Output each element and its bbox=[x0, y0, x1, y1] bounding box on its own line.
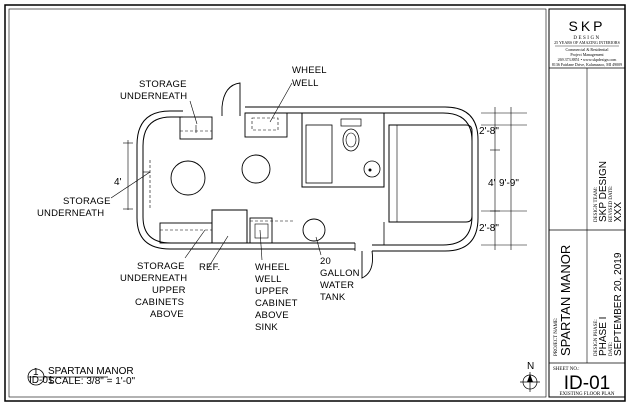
design-phase-label: DESIGN PHASE: bbox=[594, 319, 599, 356]
dim-mid-overall: 9'-9" bbox=[499, 178, 519, 189]
label-storage-top-2: UNDERNEATH bbox=[120, 91, 187, 102]
project-name-label: PROJECT NAME: bbox=[554, 318, 559, 356]
door-bottom bbox=[361, 250, 373, 279]
company-line-4: 8136 Fairlane Drive, Kalamazoo, MI 49009 bbox=[552, 62, 622, 68]
dimension-labels: 4' 2'-8" 4' 9'-9" 2'-8" bbox=[114, 126, 519, 234]
design-phase-value: PHASE I bbox=[598, 317, 609, 356]
dim-mid-inner: 4' bbox=[488, 178, 496, 189]
date-label: DATE: bbox=[609, 342, 614, 356]
shower bbox=[305, 124, 333, 184]
label-wheel-well-bottom: WHEEL bbox=[255, 262, 290, 273]
label-tank-3: WATER bbox=[320, 280, 354, 291]
label-wheel-well-top-2: WELL bbox=[292, 78, 319, 89]
caption-number: 1 bbox=[33, 367, 39, 378]
revised-date-label: REVISED DATE: bbox=[609, 185, 614, 222]
dim-bottom-right: 2'-8" bbox=[479, 223, 499, 234]
dim-top-right: 2'-8" bbox=[479, 126, 499, 137]
refrigerator bbox=[211, 209, 248, 244]
sheet-no-label: SHEET NO.: bbox=[553, 367, 580, 372]
north-arrow: N bbox=[520, 361, 540, 392]
label-storage-left-2: UNDERNEATH bbox=[37, 208, 104, 219]
label-storage-top: STORAGE bbox=[139, 79, 187, 90]
label-storage-bottom: STORAGE bbox=[137, 261, 185, 272]
sheet-no-value: ID-01 bbox=[564, 373, 610, 394]
floor-plan bbox=[136, 82, 479, 279]
label-tank: 20 bbox=[320, 256, 331, 267]
plan-labels: STORAGE UNDERNEATH WHEEL WELL STORAGE UN… bbox=[37, 65, 360, 333]
sheet-title: EXISTING FLOOR PLAN bbox=[560, 392, 615, 397]
company-line-3: 269.373.8851 • www.skpdesign.com bbox=[558, 57, 618, 62]
bathroom bbox=[301, 112, 385, 188]
design-team-value: SKP DESIGN bbox=[598, 161, 609, 222]
caption-sheet-ref: ID-01 bbox=[29, 375, 54, 386]
tagline: 25 YEARS OF AMAZING INTERIORS bbox=[554, 40, 620, 45]
trailer-outer-wall-right bbox=[245, 106, 479, 252]
title-block: SKP DESIGN 25 YEARS OF AMAZING INTERIORS… bbox=[548, 8, 626, 398]
wheel-well-top bbox=[244, 112, 288, 138]
caption-title: SPARTAN MANOR bbox=[48, 366, 134, 377]
storage-top bbox=[179, 116, 213, 140]
caption-scale: SCALE: 3/8" = 1'-0" bbox=[48, 376, 136, 387]
label-wheel-well-bottom-4: CABINET bbox=[255, 298, 298, 309]
door-top bbox=[221, 82, 241, 116]
leader-lines bbox=[110, 82, 322, 269]
company-line-2: Project Management bbox=[570, 52, 604, 57]
label-ref: REF. bbox=[199, 262, 220, 273]
drawing-caption: 1 ID-01 SPARTAN MANOR SCALE: 3/8" = 1'-0… bbox=[27, 366, 136, 387]
title-block-frame bbox=[548, 8, 626, 398]
label-storage-bottom-4: CABINETS bbox=[135, 297, 184, 308]
label-tank-4: TANK bbox=[320, 292, 346, 303]
logo-subtext: DESIGN bbox=[573, 36, 600, 41]
label-storage-left: STORAGE bbox=[63, 196, 111, 207]
toilet bbox=[342, 128, 360, 152]
label-storage-bottom-2: UNDERNEATH bbox=[120, 273, 187, 284]
dimension-lines bbox=[123, 107, 527, 250]
bed bbox=[388, 124, 473, 223]
project-name-value: SPARTAN MANOR bbox=[558, 245, 573, 356]
label-storage-bottom-5: ABOVE bbox=[150, 309, 184, 320]
logo-text: SKP bbox=[568, 18, 605, 34]
north-label: N bbox=[527, 361, 534, 372]
water-tank bbox=[302, 218, 326, 242]
label-wheel-well-bottom-5: ABOVE bbox=[255, 310, 289, 321]
label-wheel-well-top: WHEEL bbox=[292, 65, 327, 76]
label-wheel-well-bottom-3: UPPER bbox=[255, 286, 289, 297]
table-round bbox=[170, 160, 206, 196]
inner-border bbox=[8, 8, 547, 398]
bath-sink bbox=[363, 160, 381, 178]
label-storage-bottom-3: UPPER bbox=[152, 285, 186, 296]
trailer-outer-wall bbox=[136, 110, 225, 250]
label-wheel-well-bottom-6: SINK bbox=[255, 322, 278, 333]
date-value: SEPTEMBER 20, 2019 bbox=[613, 252, 624, 356]
label-wheel-well-bottom-2: WELL bbox=[255, 274, 282, 285]
round-seat bbox=[241, 154, 271, 184]
company-line-1: Commercial & Residential bbox=[566, 47, 610, 52]
label-tank-2: GALLON bbox=[320, 268, 360, 279]
dim-left-width: 4' bbox=[114, 177, 122, 188]
design-team-label: DESIGN TEAM: bbox=[594, 187, 599, 222]
revised-date-value: XXX bbox=[613, 202, 624, 222]
